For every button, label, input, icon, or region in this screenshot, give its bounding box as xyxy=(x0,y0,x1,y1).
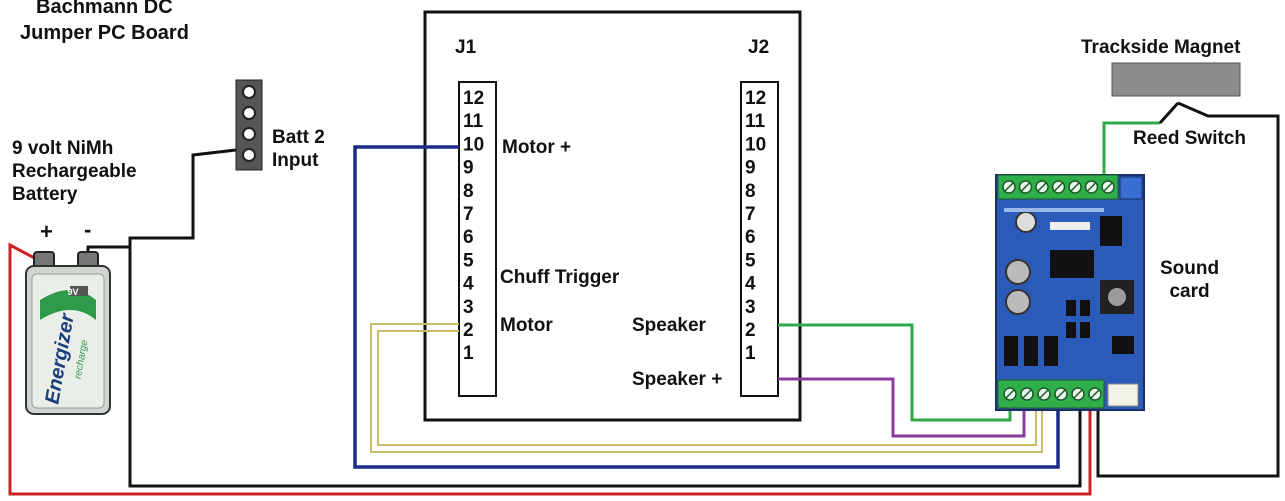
sound-card-label-line2: card xyxy=(1169,281,1210,302)
terminal-screw-slot xyxy=(1073,389,1083,399)
yellow-wire-outer xyxy=(370,323,1043,453)
batt2-label: Batt 2 Input xyxy=(272,126,325,172)
battery-label-line1: 9 volt NiMh xyxy=(12,138,114,159)
j2-header xyxy=(740,81,779,397)
battery-label: 9 volt NiMh Rechargeable Battery xyxy=(12,137,137,206)
red-wire xyxy=(8,242,1092,496)
terminal-screw-slot xyxy=(1053,182,1064,192)
reed-switch-contact xyxy=(1158,101,1180,125)
terminal-screw-slot xyxy=(1022,389,1032,399)
black-wire xyxy=(86,245,1082,488)
j1-pin-number: 1 xyxy=(463,343,474,364)
board-title: Bachmann DC Jumper PC Board xyxy=(20,0,189,46)
battery-volts: 9V xyxy=(67,287,78,297)
terminal-screw-slot xyxy=(1056,389,1066,399)
j2-pin-number: 7 xyxy=(745,204,756,225)
green-wire xyxy=(778,323,1012,422)
terminal-screw-slot xyxy=(1090,389,1100,399)
batt2-pin xyxy=(242,127,256,141)
j2-pin-number: 6 xyxy=(745,227,756,248)
yellow-wire-inner xyxy=(377,330,1037,446)
sound-card-label: Sound card xyxy=(1160,257,1219,303)
battery-label-line2: Rechargeable xyxy=(12,161,137,182)
blue-wire xyxy=(353,145,1060,469)
j1-pin-number: 10 xyxy=(463,134,484,155)
battery xyxy=(25,251,111,415)
j2-pin-number: 8 xyxy=(745,181,756,202)
j1-pin-number: 7 xyxy=(463,204,474,225)
batt2-pin xyxy=(242,106,256,120)
j1-pin-number: 2 xyxy=(463,320,474,341)
j1-header xyxy=(458,81,497,397)
j2-pin-number: 4 xyxy=(745,274,756,295)
motor-label: Motor xyxy=(500,315,553,336)
trackside-magnet-label: Trackside Magnet xyxy=(1081,37,1241,58)
j1-pin-number: 3 xyxy=(463,297,474,318)
terminal-screw-slot xyxy=(1004,182,1014,192)
battery-minus-label: - xyxy=(84,217,92,242)
reed-black-wire xyxy=(1096,101,1280,478)
reed-switch-label: Reed Switch xyxy=(1133,128,1246,149)
j2-pin-number: 5 xyxy=(745,250,756,271)
speaker-label: Speaker xyxy=(632,315,706,336)
j2-pin-number: 12 xyxy=(745,88,766,109)
j2-label: J2 xyxy=(748,37,770,58)
terminal-screw-slot xyxy=(1037,182,1047,192)
batt2-pin xyxy=(242,148,256,162)
j1-label: J1 xyxy=(455,37,477,58)
board-outline xyxy=(423,10,802,422)
j1-pin-number: 6 xyxy=(463,227,474,248)
terminal-screw-slot xyxy=(1020,182,1031,192)
motor-plus-label: Motor + xyxy=(502,137,572,158)
j1-pin-number: 9 xyxy=(463,158,474,179)
board-title-line2: Jumper PC Board xyxy=(20,22,189,44)
j2-pin-number: 3 xyxy=(745,297,756,318)
chuff-trigger-label: Chuff Trigger xyxy=(500,267,620,288)
board-title-line1: Bachmann DC xyxy=(36,0,173,18)
j2-pin-number: 2 xyxy=(745,320,756,341)
j2-pin-number: 9 xyxy=(745,158,756,179)
j2-pin-number: 10 xyxy=(745,134,766,155)
batt2-label-line2: Input xyxy=(272,150,319,171)
sound-card-label-line1: Sound xyxy=(1160,258,1220,279)
reed-green-wire xyxy=(1102,121,1160,175)
terminal-screw-slot xyxy=(1070,182,1080,192)
terminal-screw-slot xyxy=(1039,389,1049,399)
terminal-screw-slot xyxy=(1005,389,1015,399)
speaker-plus-label: Speaker + xyxy=(632,369,723,390)
j1-pin-number: 11 xyxy=(463,111,484,132)
trackside-magnet xyxy=(1111,62,1241,97)
battery-plus-label: + xyxy=(40,219,53,244)
j1-pin-number: 4 xyxy=(463,274,474,295)
sound-card xyxy=(995,174,1145,411)
j1-pin-number: 12 xyxy=(463,88,484,109)
batt2-label-line1: Batt 2 xyxy=(272,127,325,148)
j1-pin-number: 5 xyxy=(463,250,474,271)
battery-label-line3: Battery xyxy=(12,184,78,205)
j2-pin-number: 1 xyxy=(745,343,756,364)
batt2-pin xyxy=(242,85,256,99)
terminal-screw-slot xyxy=(1086,182,1097,192)
j2-pin-number: 11 xyxy=(745,111,766,132)
batt2-wire xyxy=(128,148,237,247)
purple-wire xyxy=(778,377,1026,438)
terminal-screw-slot xyxy=(1103,182,1113,192)
j1-pin-number: 8 xyxy=(463,181,474,202)
